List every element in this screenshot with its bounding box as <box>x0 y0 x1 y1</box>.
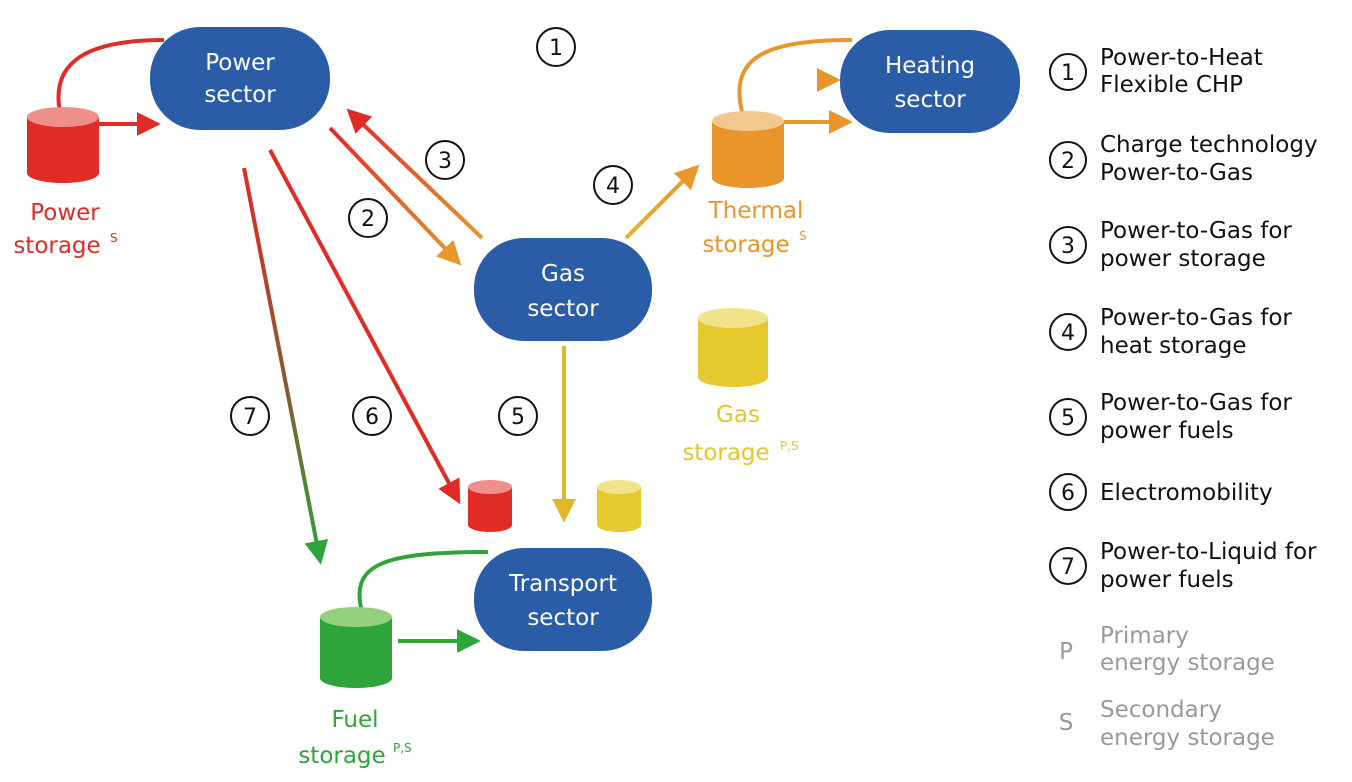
gas-sector-node: Gas sector <box>474 238 652 341</box>
marker-3-text: 3 <box>438 149 452 174</box>
marker-1: 1 <box>536 27 576 67</box>
arrow-fuel-storage-out <box>357 550 489 613</box>
transport-sector-label-1: Transport <box>508 571 617 597</box>
power-sector-label-1: Power <box>205 50 275 76</box>
heating-sector-node: Heating sector <box>840 30 1020 133</box>
legend-key-1: 1 <box>1061 61 1075 86</box>
thermal-storage-cylinder <box>712 111 784 188</box>
legend-key-3: 3 <box>1061 234 1075 259</box>
legend-line2-5: power fuels <box>1100 418 1234 444</box>
gas-sector-label-2: sector <box>527 296 599 322</box>
legend-key-6: 6 <box>1061 481 1075 506</box>
gas-storage-cylinder <box>698 308 768 387</box>
legend-line2-3: power storage <box>1100 246 1266 272</box>
legend-key-4: 4 <box>1061 321 1075 346</box>
fuel-storage-line1: Fuel <box>331 707 378 733</box>
heating-sector-label-2: sector <box>894 87 966 113</box>
marker-5-text: 5 <box>511 405 525 430</box>
legend-line1-6: Electromobility <box>1100 480 1273 506</box>
marker-4: 4 <box>593 165 633 205</box>
fuel-storage-sup: P,S <box>393 741 412 755</box>
legend-line1-2: Charge technology <box>1100 132 1318 158</box>
legend-line1-p: Primary <box>1100 623 1189 649</box>
legend-item-7: 7 Power-to-Liquid for power fuels <box>1049 539 1317 593</box>
legend-line2-s: energy storage <box>1100 725 1275 751</box>
thermal-storage-line2: storage <box>702 232 789 258</box>
legend-item-5: 5 Power-to-Gas for power fuels <box>1049 390 1292 444</box>
legend-item-s: S Secondary energy storage <box>1059 697 1275 751</box>
legend: 1 Power-to-Heat Flexible CHP 2 Charge te… <box>1049 45 1318 751</box>
arrow-gas-to-thermal <box>624 164 700 240</box>
legend-line1-3: Power-to-Gas for <box>1100 218 1292 244</box>
legend-line1-4: Power-to-Gas for <box>1100 305 1292 331</box>
heating-sector-label-1: Heating <box>885 53 975 79</box>
arrow-power-to-liquid <box>242 167 329 565</box>
marker-4-text: 4 <box>606 174 620 199</box>
legend-line2-4: heat storage <box>1100 333 1247 359</box>
legend-line1-7: Power-to-Liquid for <box>1100 539 1317 565</box>
legend-line2-7: power fuels <box>1100 567 1234 593</box>
battery-yellow-cylinder <box>597 480 641 532</box>
arrow-power-storage-out <box>56 38 165 113</box>
legend-key-5: 5 <box>1061 406 1075 431</box>
power-sector-label-2: sector <box>204 82 276 108</box>
battery-red-cylinder <box>468 480 512 532</box>
transport-sector-node: Transport sector <box>474 548 652 651</box>
marker-6-text: 6 <box>365 405 379 430</box>
marker-3: 3 <box>425 140 465 180</box>
power-storage-cylinder <box>27 107 99 183</box>
marker-7: 7 <box>230 396 270 436</box>
legend-line1-5: Power-to-Gas for <box>1100 390 1292 416</box>
gas-storage-sup: P,S <box>780 439 799 453</box>
marker-7-text: 7 <box>243 405 257 430</box>
legend-line2-2: Power-to-Gas <box>1100 160 1253 186</box>
legend-key-2: 2 <box>1061 149 1075 174</box>
legend-line1-1: Power-to-Heat <box>1100 45 1263 71</box>
arrow-gas-to-power <box>346 108 484 240</box>
fuel-storage-cylinder <box>320 607 392 688</box>
legend-item-1: 1 Power-to-Heat Flexible CHP <box>1049 45 1263 98</box>
power-sector-node: Power sector <box>150 27 330 130</box>
gas-sector-label-1: Gas <box>541 261 585 287</box>
marker-2: 2 <box>348 198 388 238</box>
fuel-storage-label: Fuel storage P,S <box>298 707 411 769</box>
transport-sector-label-2: sector <box>527 605 599 631</box>
power-storage-line1: Power <box>30 200 100 226</box>
legend-key-p: P <box>1059 639 1073 665</box>
legend-item-p: P Primary energy storage <box>1059 623 1275 676</box>
arrow-power-to-gas <box>328 126 462 266</box>
legend-key-7: 7 <box>1061 555 1075 580</box>
power-storage-line2: storage <box>13 233 100 259</box>
legend-key-s: S <box>1059 710 1074 736</box>
legend-line2-1: Flexible CHP <box>1100 72 1243 98</box>
marker-2-text: 2 <box>361 207 375 232</box>
fuel-storage-line2: storage <box>298 743 385 769</box>
legend-item-2: 2 Charge technology Power-to-Gas <box>1049 132 1318 186</box>
legend-item-3: 3 Power-to-Gas for power storage <box>1049 218 1292 272</box>
legend-item-4: 4 Power-to-Gas for heat storage <box>1049 305 1292 359</box>
arrow-electromobility <box>268 149 461 505</box>
gas-storage-line1: Gas <box>716 402 760 428</box>
thermal-storage-label: Thermal storage S <box>702 198 806 258</box>
power-storage-sup: S <box>110 231 118 245</box>
arrow-thermal-storage-out <box>737 38 853 113</box>
power-storage-label: Power storage S <box>13 200 117 259</box>
marker-6: 6 <box>352 396 392 436</box>
legend-line2-p: energy storage <box>1100 650 1275 676</box>
thermal-storage-line1: Thermal <box>708 198 804 224</box>
legend-item-6: 6 Electromobility <box>1049 473 1273 511</box>
thermal-storage-sup: S <box>799 229 807 243</box>
legend-line1-s: Secondary <box>1100 697 1222 723</box>
gas-storage-line2: storage <box>682 440 769 466</box>
marker-5: 5 <box>498 396 538 436</box>
gas-storage-label: Gas storage P,S <box>682 402 798 466</box>
marker-1-text: 1 <box>549 36 563 61</box>
